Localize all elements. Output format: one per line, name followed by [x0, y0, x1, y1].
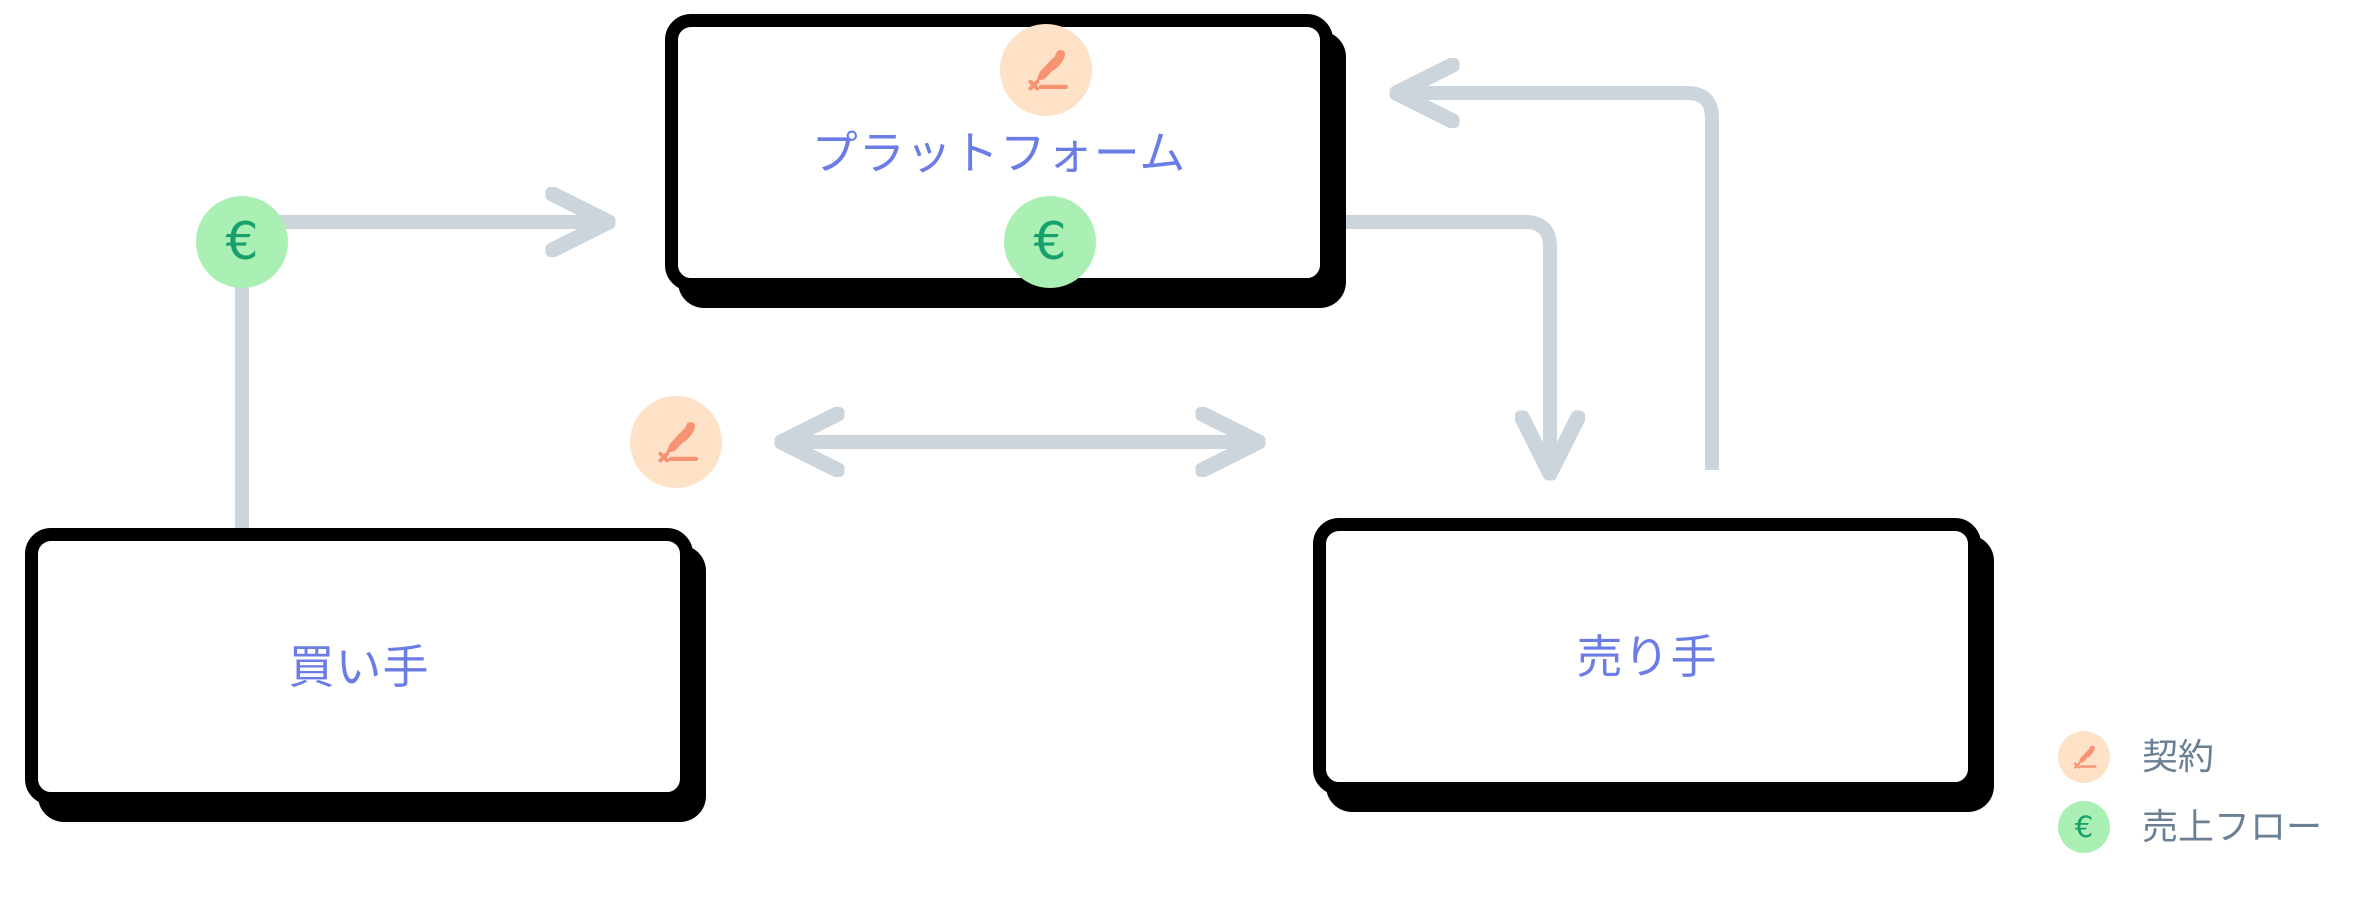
- node-buyer[interactable]: 買い手: [25, 528, 693, 805]
- legend-label-contract: 契約: [2142, 736, 2215, 777]
- legend-label-revenue: 売上フロー: [2142, 806, 2323, 847]
- contract-quill-glyph: [1028, 50, 1069, 91]
- legend: 契約 € 売上フロー: [2058, 722, 2322, 862]
- euro-money-icon: €: [2058, 801, 2110, 853]
- node-seller-label: 売り手: [1576, 630, 1718, 683]
- edge-buyer-to-platform: [235, 222, 605, 528]
- euro-glyph: €: [1033, 212, 1067, 272]
- contract-quill-icon: [2058, 731, 2110, 783]
- node-seller[interactable]: 売り手: [1313, 518, 1981, 795]
- node-platform[interactable]: プラットフォーム: [665, 14, 1333, 291]
- legend-item-contract: 契約: [2058, 722, 2322, 792]
- edge-platform-to-seller: [1333, 215, 1550, 470]
- node-platform-label: プラットフォーム: [811, 126, 1187, 179]
- edge-seller-to-platform: [1400, 93, 1719, 470]
- euro-money-icon: €: [196, 196, 288, 288]
- legend-item-revenue: € 売上フロー: [2058, 792, 2322, 862]
- euro-glyph: €: [225, 212, 259, 272]
- euro-money-icon: €: [1004, 196, 1096, 288]
- contract-quill-icon: [630, 396, 722, 488]
- contract-quill-glyph: [658, 422, 699, 463]
- euro-glyph: €: [2074, 809, 2094, 844]
- contract-quill-icon: [1000, 24, 1092, 116]
- node-buyer-label: 買い手: [288, 640, 430, 693]
- contract-quill-glyph: [2074, 745, 2097, 769]
